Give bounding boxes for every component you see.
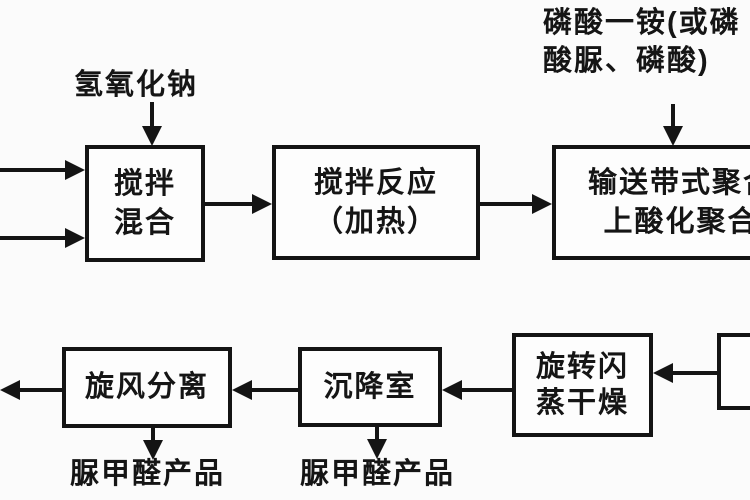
arrow-mix-to-react-shaft — [205, 202, 253, 206]
arrow-flash-to-settling-shaft — [462, 388, 512, 392]
node-stir-mix-line2: 混合 — [113, 207, 176, 239]
arrow-feed2-head — [65, 228, 85, 248]
label-monoammonium-phosphate: 磷酸一铵(或磷 酸脲、磷酸) — [543, 4, 741, 80]
label-monoammonium-phosphate-line2: 酸脲、磷酸) — [543, 45, 710, 77]
node-stir-react-line1: 搅拌反应 — [313, 166, 438, 199]
node-stir-react-heated: 搅拌反应 （加热） — [272, 145, 480, 260]
arrow-feed1-shaft — [0, 168, 66, 172]
arrow-rightcut-to-flash-head — [653, 363, 673, 383]
arrow-cyclone-out-shaft — [18, 388, 62, 392]
node-flash-line1: 旋转闪 — [535, 350, 629, 383]
label-sodium-hydroxide: 氢氧化钠 — [74, 69, 199, 101]
arrow-phosphate-to-conveyor-shaft — [671, 104, 675, 129]
node-settling-line1: 沉降室 — [323, 370, 417, 403]
arrow-feed1-head — [65, 160, 85, 180]
node-settling-chamber: 沉降室 — [298, 347, 442, 427]
node-cyclone-line1: 旋风分离 — [84, 371, 209, 404]
arrow-mix-to-react-head — [252, 194, 272, 214]
node-cyclone-separation: 旋风分离 — [62, 347, 232, 428]
node-conveyor-line2: 上酸化聚合 — [603, 206, 750, 238]
arrow-phosphate-to-conveyor-head — [663, 126, 683, 146]
node-truncated-right — [717, 333, 750, 410]
node-flash-line2: 蒸干燥 — [535, 387, 629, 419]
arrow-settling-to-cyclone-head — [232, 380, 252, 400]
arrow-cyclone-to-product-shaft — [151, 428, 155, 443]
arrow-rightcut-to-flash-shaft — [673, 371, 717, 375]
arrow-settling-to-product-head — [367, 439, 387, 459]
arrow-cyclone-to-product-head — [143, 440, 163, 460]
arrow-naoh-to-mix-shaft — [150, 102, 154, 129]
node-conveyor-line1: 输送带式聚合 — [587, 166, 750, 199]
label-urea-formaldehyde-product-middle: 脲甲醛产品 — [300, 458, 456, 490]
node-rotary-flash-drying: 旋转闪 蒸干燥 — [512, 333, 653, 437]
arrow-settling-to-cyclone-shaft — [252, 388, 298, 392]
label-monoammonium-phosphate-line1: 磷酸一铵(或磷 — [543, 7, 741, 39]
node-stir-react-line2: （加热） — [313, 206, 438, 238]
arrow-naoh-to-mix-head — [142, 126, 162, 146]
arrow-feed2-shaft — [0, 236, 66, 240]
node-stir-mix: 搅拌 混合 — [85, 145, 205, 262]
arrow-flash-to-settling-head — [442, 380, 462, 400]
arrow-react-to-conveyor-head — [532, 194, 552, 214]
node-conveyor-belt-polymerizer: 输送带式聚合 上酸化聚合 — [552, 145, 750, 260]
node-stir-mix-line1: 搅拌 — [113, 167, 176, 200]
arrow-react-to-conveyor-shaft — [480, 202, 533, 206]
arrow-settling-to-product-shaft — [375, 427, 379, 442]
arrow-cyclone-out-head — [0, 380, 20, 400]
label-urea-formaldehyde-product-left: 脲甲醛产品 — [70, 458, 226, 490]
